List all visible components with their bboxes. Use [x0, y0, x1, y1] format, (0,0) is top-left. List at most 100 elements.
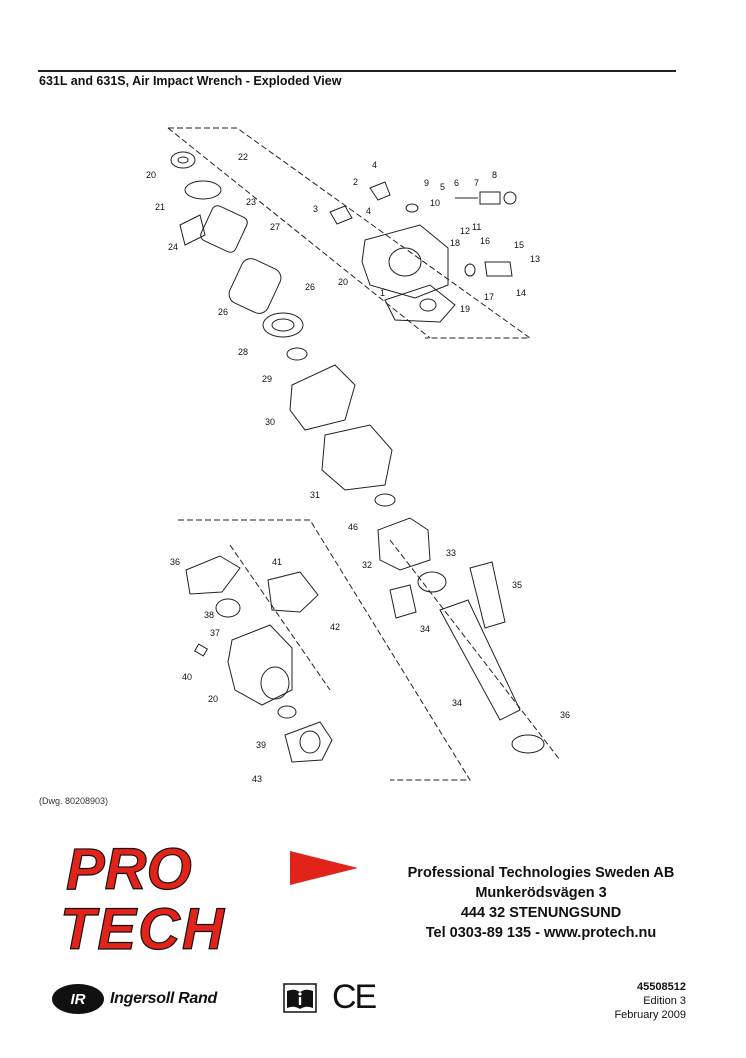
- label-38: 36: [170, 557, 180, 567]
- part-35: [439, 599, 521, 721]
- label-26a: 26: [218, 307, 228, 317]
- part-32: [377, 517, 431, 571]
- label-10: 10: [430, 198, 440, 208]
- logo-arrow-icon: [290, 851, 358, 885]
- label-34: 33: [446, 548, 456, 558]
- company-city: 444 32 STENUNGSUND: [460, 905, 622, 921]
- ir-mark: IR: [52, 984, 104, 1014]
- document-meta: 45508512 Edition 3 February 2009: [614, 980, 686, 1022]
- edition: Edition 3: [643, 995, 686, 1007]
- label-13: 13: [530, 254, 540, 264]
- part-45: [284, 721, 333, 763]
- label-26b: 26: [305, 282, 315, 292]
- part-43: [267, 571, 319, 613]
- label-6: 6: [454, 178, 459, 188]
- company-address: Professional Technologies Sweden AB Munk…: [395, 863, 687, 943]
- label-32: 32: [362, 560, 372, 570]
- label-11: 11: [472, 222, 481, 232]
- label-31: 31: [310, 490, 320, 500]
- part-7: [479, 191, 501, 205]
- part-40: [215, 598, 241, 618]
- label-18: 18: [450, 238, 460, 248]
- label-4b: 4: [366, 206, 371, 216]
- protech-logo: PRO TECH: [59, 836, 358, 955]
- label-42: 40: [182, 672, 192, 682]
- label-1: 1: [380, 288, 385, 298]
- part-33: [389, 584, 417, 619]
- part-1: [361, 224, 449, 299]
- part-25: [179, 214, 206, 246]
- label-46: 46: [348, 522, 358, 532]
- part-34: [417, 571, 447, 593]
- page-title: 631L and 631S, Air Impact Wrench - Explo…: [39, 74, 342, 88]
- label-8: 8: [492, 170, 497, 180]
- label-24: 23: [246, 197, 256, 207]
- label-9: 9: [424, 178, 429, 188]
- label-41: 39: [256, 740, 266, 750]
- part-2: [369, 181, 391, 201]
- label-3: 3: [313, 204, 318, 214]
- label-20b: 20: [208, 694, 218, 704]
- label-23: 22: [238, 152, 248, 162]
- part-46: [374, 493, 396, 507]
- drawing-reference: (Dwg. 80208903): [39, 796, 109, 806]
- company-name: Professional Technologies Sweden AB: [407, 865, 675, 881]
- label-29: 29: [262, 374, 272, 384]
- manual-info-icon: [283, 983, 317, 1013]
- part-39: [227, 624, 293, 706]
- part-17: [464, 263, 476, 277]
- part-3: [329, 205, 353, 225]
- label-22: 21: [155, 202, 165, 212]
- label-28: 28: [238, 347, 248, 357]
- part-24: [200, 205, 248, 253]
- header-rule: [38, 70, 676, 72]
- label-36: 35: [512, 580, 522, 590]
- part-26: [228, 258, 282, 314]
- ingersoll-rand-logo: IR Ingersoll Rand: [52, 984, 217, 1014]
- label-16: 16: [480, 236, 490, 246]
- doc-number: 45508512: [637, 981, 686, 993]
- label-33: 34: [420, 624, 430, 634]
- logo-line1: PRO: [66, 837, 192, 902]
- label-45: 43: [252, 774, 262, 784]
- label-7: 7: [474, 178, 479, 188]
- part-13: [484, 261, 513, 277]
- label-43: 41: [272, 557, 282, 567]
- part-10: [405, 203, 419, 213]
- part-37: [511, 734, 545, 754]
- label-30: 30: [265, 417, 275, 427]
- part-28: [262, 312, 304, 338]
- company-contact: Tel 0303-89 135 - www.protech.nu: [425, 925, 657, 941]
- part-19: [384, 284, 456, 323]
- part-22: [184, 180, 222, 200]
- part-8: [503, 191, 517, 205]
- label-35: 34: [452, 698, 462, 708]
- brand-name: Ingersoll Rand: [110, 990, 217, 1007]
- part-41: [277, 705, 297, 719]
- label-40: 38: [204, 610, 214, 620]
- label-19: 19: [460, 304, 470, 314]
- label-14: 14: [516, 288, 526, 298]
- label-5: 5: [440, 182, 445, 192]
- bottom-group-outline: [178, 519, 471, 781]
- part-29: [286, 347, 308, 361]
- part-31: [321, 424, 393, 491]
- label-25: 24: [168, 242, 178, 252]
- part-30: [289, 364, 356, 431]
- company-street: Munkerödsvägen 3: [475, 885, 607, 901]
- label-39: 37: [210, 628, 220, 638]
- label-4a: 4: [372, 160, 377, 170]
- label-21: 20: [146, 170, 156, 180]
- label-12: 12: [460, 226, 470, 236]
- exploded-view-drawing: 20 21 22 23 24 27 26 26 28 29 30 31 46 3…: [146, 127, 570, 784]
- part-42: [193, 643, 209, 657]
- top-group-outline: [168, 127, 532, 339]
- label-27: 27: [270, 222, 280, 232]
- label-20a: 20: [338, 277, 348, 287]
- label-37: 36: [560, 710, 570, 720]
- logo-line2: TECH: [60, 897, 226, 955]
- ce-mark: CE: [332, 978, 377, 1016]
- label-15: 15: [514, 240, 524, 250]
- date: February 2009: [614, 1009, 686, 1021]
- label-17: 17: [484, 292, 494, 302]
